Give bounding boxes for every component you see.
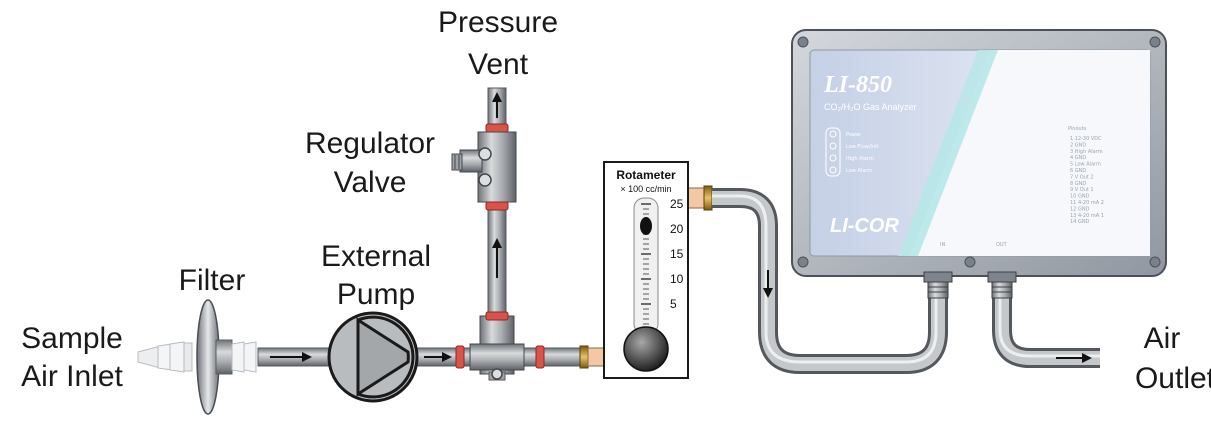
external-pump bbox=[327, 311, 419, 403]
pipe-filter-to-pump bbox=[257, 347, 335, 367]
hose-analyzer-to-outlet bbox=[992, 298, 1100, 368]
pinout-row: 1 12-30 VDC bbox=[1070, 136, 1102, 142]
indicator-label: Low Alarm bbox=[846, 168, 872, 174]
pinout-row: 11 4-20 mA 2 bbox=[1070, 200, 1104, 206]
pinout-row: 7 V Out 2 bbox=[1070, 174, 1094, 180]
rotameter-scale-label: 15 bbox=[670, 247, 684, 261]
label-regulator-valve-line1: Regulator bbox=[305, 127, 435, 160]
pipe-tee-to-rotameter bbox=[523, 347, 585, 367]
port-in-label: IN bbox=[940, 242, 945, 248]
analyzer-inlet-port bbox=[923, 271, 953, 299]
pinout-row: 9 V Out 1 bbox=[1070, 187, 1094, 193]
flow-arrow-icon bbox=[763, 288, 773, 298]
analyzer-outlet-port bbox=[987, 271, 1017, 299]
pinout-row: 13 4-20 mA 1 bbox=[1070, 213, 1104, 219]
pinout-row: 12 GND bbox=[1070, 206, 1090, 212]
rotameter-units: × 100 cc/min bbox=[620, 184, 671, 194]
flow-arrow-icon bbox=[302, 352, 312, 362]
rotameter-base-ball bbox=[623, 326, 669, 372]
inlet-hose-barb bbox=[137, 341, 193, 373]
indicator-lights: Power Low Flow/Init High Alarm Low Alarm bbox=[825, 127, 879, 177]
indicator-label: Low Flow/Init bbox=[846, 144, 879, 150]
label-pressure-vent: Pressure Vent bbox=[438, 6, 558, 81]
pinout-row: 6 GND bbox=[1070, 168, 1086, 174]
label-sample-air-inlet-line1: Sample bbox=[21, 322, 123, 355]
rotameter: Rotameter × 100 cc/min 25 20 15 10 5 bbox=[603, 161, 689, 379]
rotameter-title: Rotameter bbox=[616, 168, 676, 182]
pinout-row: 5 Low Alarm bbox=[1070, 162, 1101, 168]
rotameter-scale-label: 20 bbox=[670, 222, 684, 236]
label-filter: Filter bbox=[179, 264, 246, 297]
pipe-vertical-riser bbox=[487, 87, 507, 325]
label-external-pump-line1: External bbox=[321, 240, 431, 273]
flow-arrow-icon bbox=[1082, 353, 1092, 363]
li-850-analyzer: LI-850 CO₂/H₂O Gas Analyzer LI-COR Power… bbox=[791, 29, 1167, 277]
label-external-pump: External Pump bbox=[321, 240, 431, 311]
rotameter-inlet-fitting bbox=[579, 345, 605, 369]
regulator-valve bbox=[451, 123, 517, 211]
analyzer-subtitle: CO₂/H₂O Gas Analyzer bbox=[824, 102, 917, 112]
label-sample-air-inlet: Sample Air Inlet bbox=[21, 322, 123, 393]
rotameter-float bbox=[640, 217, 652, 235]
analyzer-brand: LI-850 bbox=[823, 72, 892, 98]
flow-arrow-icon bbox=[442, 352, 452, 362]
port-out-label: OUT bbox=[996, 242, 1008, 248]
rotameter-scale-label: 5 bbox=[670, 297, 677, 311]
label-air-outlet: Air Outlet bbox=[1135, 322, 1211, 395]
hose-rotameter-to-analyzer bbox=[712, 188, 948, 374]
analyzer-maker-logo: LI-COR bbox=[830, 215, 899, 237]
rotameter-scale-label: 25 bbox=[670, 197, 684, 211]
pinout-row: 10 GND bbox=[1070, 194, 1090, 200]
filter-body bbox=[196, 299, 257, 415]
label-pressure-vent-line1: Pressure bbox=[438, 6, 558, 39]
flow-arrow-icon bbox=[492, 238, 502, 248]
indicator-label: Power bbox=[846, 132, 862, 138]
pinout-row: 14 GND bbox=[1070, 219, 1090, 225]
pinout-row: 2 GND bbox=[1070, 142, 1086, 148]
label-air-outlet-line1: Air bbox=[1144, 322, 1181, 355]
label-external-pump-line2: Pump bbox=[337, 278, 415, 311]
pinout-title: Pinouts bbox=[1068, 126, 1087, 132]
rotameter-outlet-fitting bbox=[687, 185, 713, 211]
label-air-outlet-line2: Outlet bbox=[1135, 362, 1211, 395]
flow-arrow-icon bbox=[492, 92, 502, 102]
indicator-label: High Alarm bbox=[846, 156, 874, 162]
label-regulator-valve-line2: Valve bbox=[334, 166, 407, 199]
pinout-row: 4 GND bbox=[1070, 155, 1086, 161]
label-regulator-valve: Regulator Valve bbox=[305, 127, 435, 199]
label-pressure-vent-line2: Vent bbox=[468, 48, 529, 81]
tee-fitting bbox=[455, 311, 545, 381]
pinout-row: 8 GND bbox=[1070, 181, 1086, 187]
rotameter-scale-label: 10 bbox=[670, 272, 684, 286]
pinout-row: 3 High Alarm bbox=[1070, 149, 1103, 155]
label-sample-air-inlet-line2: Air Inlet bbox=[21, 360, 123, 393]
